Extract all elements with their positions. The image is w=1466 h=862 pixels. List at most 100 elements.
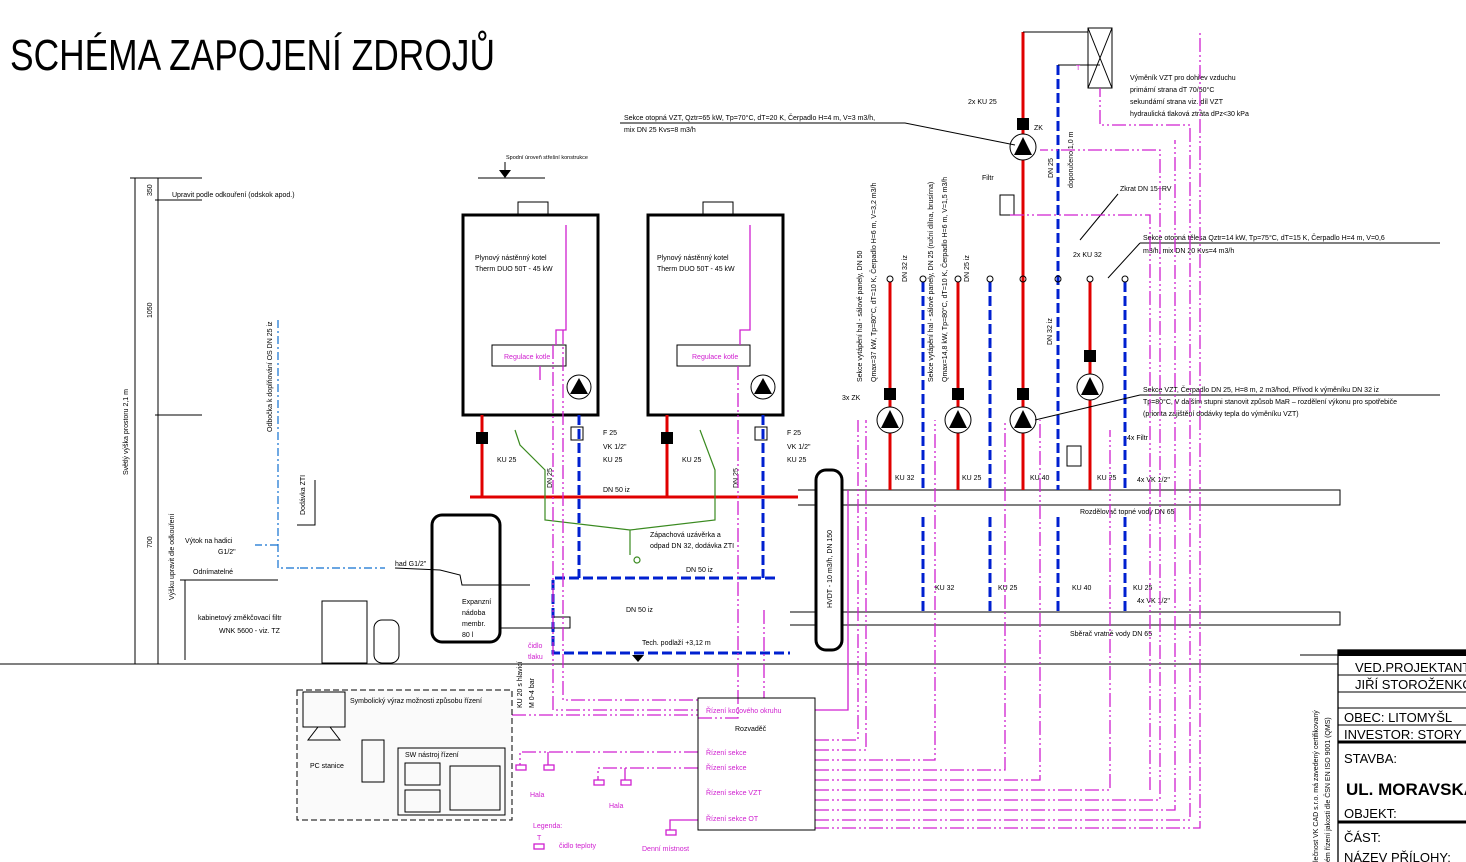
boiler-2-ku-supply: KU 25	[682, 457, 702, 464]
expansion-label: Expanzní	[462, 599, 491, 606]
pump-icon	[876, 406, 904, 434]
actuator-icon	[1066, 445, 1082, 467]
page-title: SCHÉMA ZAPOJENÍ ZDROJŮ	[10, 29, 495, 80]
fill-branch-label: Odbočka k doplňování OS DN 25 iz	[267, 321, 274, 432]
level-marker-icon	[499, 170, 511, 178]
dim-350: 350	[147, 184, 154, 196]
hydraulic-separator	[814, 468, 844, 652]
legend-sensor-label: čidlo teploty	[559, 843, 596, 850]
sw-tool-label: SW nástroj řízení	[405, 752, 459, 759]
recommended-label: doporučeno 1,0 m	[1068, 131, 1075, 188]
vzt-heating-note-2: mix DN 25 Kvs=8 m3/h	[624, 127, 696, 134]
certification-note: lečnost VK CAD s.r.o. má zavedený certif…	[1313, 710, 1320, 862]
zk-label: ZK	[1034, 125, 1043, 132]
control-concept-title: Symbolický výraz možnosti způsobu řízení	[350, 697, 482, 705]
title-block	[1300, 649, 1466, 862]
part-label: ČÁST:	[1344, 830, 1381, 845]
supply-ku-2: KU 25	[962, 475, 982, 482]
tech-floor-label: Tech. podlaží +3,12 m	[642, 640, 711, 647]
condensate-label: Zápachová uzávěrka a	[650, 532, 721, 539]
ku25x2-label: 2x KU 25	[968, 99, 997, 106]
hose-outlet-label: Výtok na hadici	[185, 538, 233, 545]
temperature-sensor-icon	[533, 843, 545, 850]
sw-tool-box	[397, 747, 506, 816]
lead-designer-role: VED.PROJEKTANT	[1355, 660, 1466, 675]
bypass-label: Zkrat DN 15+RV	[1120, 186, 1172, 193]
boiler-1-ku-supply: KU 25	[497, 457, 517, 464]
actuator-icon	[999, 194, 1015, 216]
hall-section-2-dn: DN 25 iz	[964, 255, 971, 282]
vk-supply-label: 4x VK 1/2"	[1137, 477, 1170, 484]
expansion-label-2: nádoba	[462, 610, 485, 617]
radiators-note-2: m3/h, mix DN 20 Kvs=4 m3/h	[1143, 248, 1234, 255]
pressure-sensor-label: čidlo	[528, 643, 543, 650]
attachment-name-label: NÁZEV PŘÍLOHY:	[1344, 850, 1451, 862]
exchanger-note-4: hydraulická tlaková ztráta dPz<30 kPa	[1130, 111, 1249, 118]
heating-branches	[886, 27, 1129, 612]
return-ku-2: KU 25	[998, 585, 1018, 592]
pressure-sensor-label-2: tlaku	[528, 654, 543, 661]
distributor-label: Rozdělovač topné vody DN 65	[1080, 509, 1175, 516]
vzt-note-3: (priorita zajištění dodávky tepla do vým…	[1143, 411, 1299, 418]
boiler-1-regulation: Regulace kotle	[504, 354, 550, 361]
supply-dn50-label: DN 50 iz	[603, 487, 630, 494]
boiler-1-ku-return: KU 25	[603, 457, 623, 464]
control-item-ot: Řízení sekce OT	[706, 814, 759, 823]
vzt-dn25-label: DN 25	[1048, 158, 1055, 178]
control-wiring	[512, 30, 1201, 836]
control-item-section: Řízení sekce	[706, 748, 747, 757]
removable-label: Odnímatelné	[193, 569, 233, 576]
building-label: STAVBA:	[1344, 751, 1397, 766]
boiler-1-filter: F 25	[603, 430, 617, 437]
pump-icon	[1009, 406, 1037, 434]
vzt-dn32-label: DN 32 iz	[1047, 318, 1054, 345]
controller-icon	[361, 739, 385, 783]
hall-sensor-label: Hala	[530, 792, 545, 799]
exchanger-note: Výměník VZT pro dohřev vzduchu	[1130, 75, 1236, 82]
expansion-label-3: membr.	[462, 621, 485, 628]
pc-station-label: PC stanice	[310, 763, 344, 770]
switchboard	[697, 697, 816, 831]
adjust-height-label: Výšku upravit dle odkouření	[169, 514, 176, 600]
boiler-1	[461, 201, 600, 417]
return-ku-1: KU 32	[935, 585, 955, 592]
pump-icon	[750, 374, 776, 400]
street-name: UL. MORAVSKÁ	[1346, 780, 1466, 799]
vk-return-label: 4x VK 1/2"	[1137, 598, 1170, 605]
hvdt-label: HVDT - 10 m3/h, DN 150	[827, 530, 834, 608]
hall-section-1-title: Sekce vytápění hal - sálové panely, DN 5…	[857, 251, 864, 382]
vzt-heating-note: Sekce otopná VZT, Qztr=65 kW, Tp=70°C, d…	[624, 113, 875, 122]
supply-ku-1: KU 32	[895, 475, 915, 482]
return-dn50-label: DN 50 iz	[686, 567, 713, 574]
dim-1050: 1050	[147, 302, 154, 318]
water-fill-piping	[180, 320, 571, 664]
dimension-lines	[130, 177, 202, 664]
supply-ku-4: KU 25	[1097, 475, 1117, 482]
pumps	[876, 118, 1104, 467]
legend-symbol: T	[537, 835, 542, 842]
hose-outlet-size: G1/2"	[218, 549, 236, 556]
dn25-label: DN 25	[733, 468, 740, 488]
chart-icon	[404, 789, 441, 813]
pump-icon	[1009, 133, 1037, 161]
zti-supply-label: Dodávka ZTI	[300, 475, 307, 515]
object-label: OBJEKT:	[1344, 806, 1397, 821]
condensate-label-2: odpad DN 32, dodávka ZTI	[650, 543, 734, 550]
filter-label: Filtr	[982, 175, 994, 182]
expansion-volume: 80 l	[462, 632, 474, 639]
exchanger-note-3: sekundární strana viz. díl VZT	[1130, 99, 1224, 106]
control-item-boiler: Řízení kotlového okruhu	[706, 706, 782, 715]
day-room-label: Denní místnost	[642, 846, 689, 853]
hall-sensor-label: Hala	[609, 803, 624, 810]
softener-label: kabinetový změkčovací filtr	[198, 615, 282, 622]
vzt-note-2: Tp=80°C, V dalším stupni stanovit způsob…	[1143, 398, 1397, 406]
return-dn50-label: DN 50 iz	[626, 607, 653, 614]
boiler-1-title: Plynový nástěnný kotel	[475, 255, 547, 262]
boiler-1-vk: VK 1/2"	[603, 444, 627, 451]
clear-height-label: Světlý výška prostoru 2,1 m	[123, 389, 130, 475]
radiators-note: Sekce otopná tělesa Qztr=14 kW, Tp=75°C,…	[1143, 233, 1385, 242]
dn25-label: DN 25	[547, 468, 554, 488]
dim-700: 700	[147, 536, 154, 548]
